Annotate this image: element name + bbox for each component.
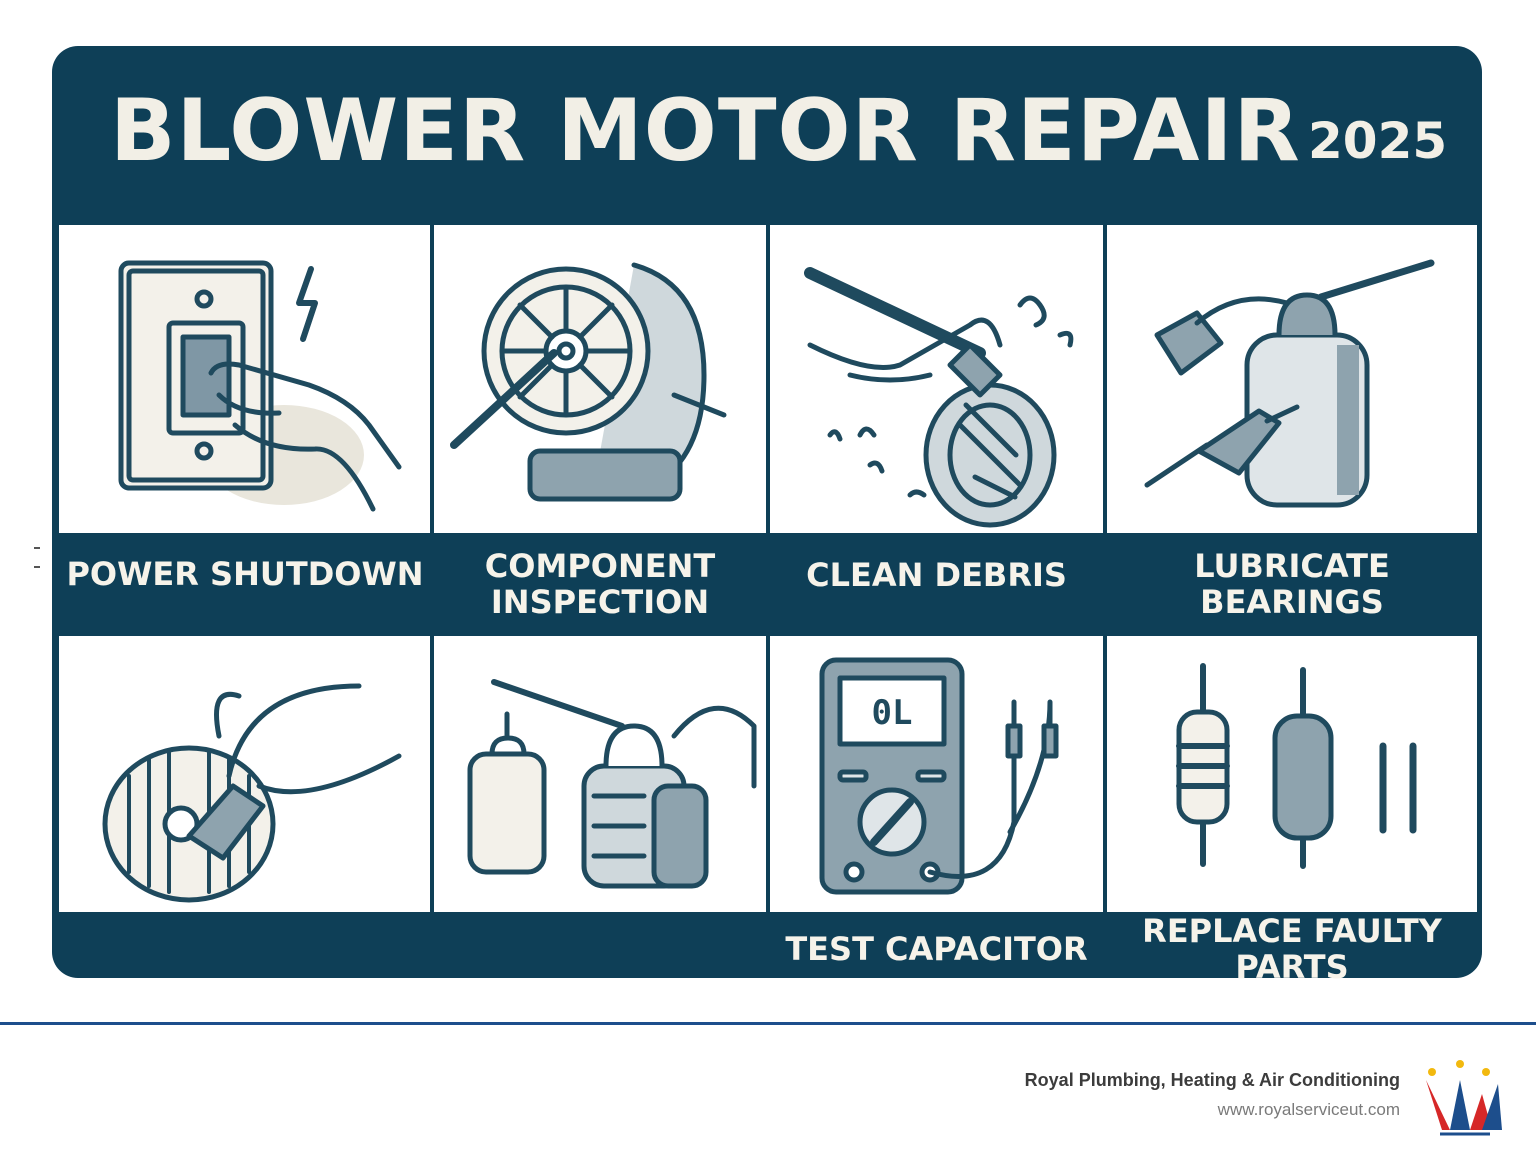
- multimeter-readout: 0L: [872, 693, 913, 733]
- light-switch-hand-icon: [118, 260, 402, 512]
- step-label-test-capacitor: TEST CAPACITOR: [785, 930, 1088, 969]
- blower-motor-inspection-icon: [450, 262, 727, 502]
- dash-mark: [34, 534, 52, 568]
- panel-electronic-parts: [1107, 636, 1477, 912]
- year-label: 2025: [1308, 112, 1448, 170]
- panel-oil-bottle: [434, 636, 766, 912]
- step-label-component-inspection: COMPONENT INSPECTION: [484, 547, 716, 621]
- multimeter-icon: 0L: [819, 657, 1059, 895]
- panel-lubricate-bearings: [1107, 225, 1477, 533]
- crown-logo-icon: [1426, 1060, 1502, 1136]
- blower-wheel-brush-icon: [102, 683, 402, 903]
- panel-clean-debris: [770, 225, 1103, 533]
- step-label-clean-debris: CLEAN DEBRIS: [806, 556, 1067, 595]
- panel-power-shutdown: [59, 225, 430, 533]
- page-title: BLOWER MOTOR REPAIR: [110, 81, 1301, 181]
- company-url[interactable]: www.royalserviceut.com: [1217, 1100, 1400, 1119]
- footer-divider: [0, 1022, 1536, 1025]
- brush-cleaning-icon: [804, 267, 1074, 528]
- step-label-replace-faulty-parts: REPLACE FAULTY PARTS: [1142, 912, 1442, 986]
- oil-bottle-hand-icon: [467, 679, 757, 889]
- panel-blower-wheel: [59, 636, 430, 912]
- company-name: Royal Plumbing, Heating & Air Conditioni…: [1024, 1070, 1400, 1090]
- step-label-lubricate-bearings: LUBRICATE BEARINGS: [1194, 547, 1390, 621]
- oil-can-icon: [1144, 259, 1435, 508]
- step-label-power-shutdown: POWER SHUTDOWN: [66, 555, 424, 594]
- electronic-parts-icon: [1176, 663, 1417, 869]
- panel-multimeter: 0L: [770, 636, 1103, 912]
- panel-component-inspection: [434, 225, 766, 533]
